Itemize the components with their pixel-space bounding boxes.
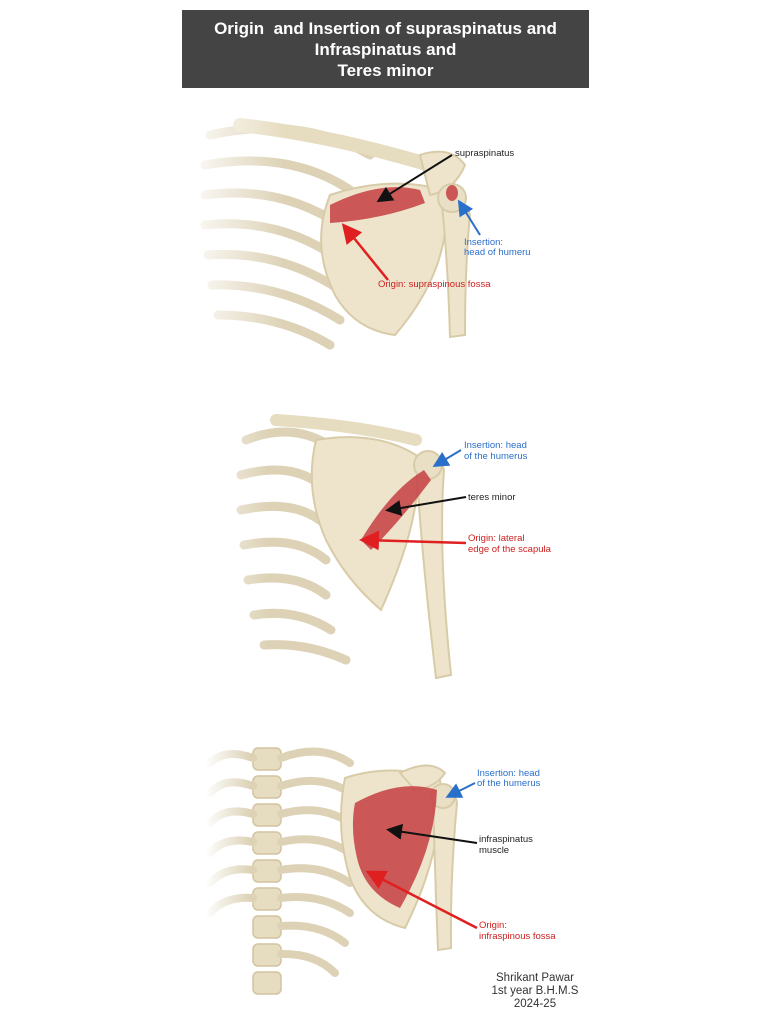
origin-label-line-1: Origin: (479, 920, 507, 931)
teres-minor-illustration: Insertion: head of the humerus teres min… (176, 380, 596, 695)
title-line-2: Infraspinatus and (314, 39, 457, 59)
origin-arrow (359, 530, 467, 551)
origin-arrow (365, 870, 478, 930)
infraspinatus-label-line-1: infraspinatus (479, 834, 533, 845)
insertion-label-line-2: of the humerus (477, 778, 541, 789)
supraspinatus-illustration: supraspinatus Insertion: head of humeru … (180, 95, 600, 370)
panel-supraspinatus: supraspinatus Insertion: head of humeru … (180, 95, 600, 370)
infraspinatus-label-line-2: muscle (479, 845, 509, 856)
origin-label-line-1: Origin: lateral (468, 533, 525, 544)
insertion-label-line-2: of the humerus (464, 451, 528, 462)
credit-course: 1st year B.H.M.S (491, 985, 579, 997)
origin-label: Origin: supraspinous fossa (378, 279, 491, 290)
insertion-label-line-1: Insertion: (464, 237, 503, 248)
teres-minor-label: teres minor (468, 492, 516, 503)
insertion-label-line-2: head of humeru (464, 247, 531, 258)
origin-arrow (341, 223, 389, 281)
credit-year: 2024-25 (513, 998, 557, 1010)
infraspinatus-illustration: Insertion: head of the humerus infraspin… (205, 718, 585, 1003)
insertion-label-line-1: Insertion: head (464, 440, 527, 451)
insertion-arrow (432, 449, 462, 468)
panel-teres-minor: Insertion: head of the humerus teres min… (176, 380, 596, 695)
title-line-1: Origin and Insertion of supraspinatus an… (214, 18, 557, 38)
credit-name: Shrikant Pawar (496, 972, 574, 984)
origin-label-line-2: edge of the scapula (468, 544, 552, 555)
supraspinatus-arrow (376, 154, 453, 203)
insertion-label-line-1: Insertion: head (477, 768, 540, 779)
insertion-arrow (457, 199, 481, 236)
infraspinatus-arrow (386, 823, 478, 844)
supraspinatus-label: supraspinatus (455, 148, 514, 159)
panel-infraspinatus: Insertion: head of the humerus infraspin… (205, 718, 585, 1003)
title-banner: Origin and Insertion of supraspinatus an… (182, 10, 589, 88)
insertion-arrow (445, 782, 476, 798)
author-credit: Shrikant Pawar 1st year B.H.M.S 2024-25 (470, 972, 600, 1011)
title-line-3: Teres minor (337, 60, 434, 80)
origin-label-line-2: infraspinous fossa (479, 931, 556, 942)
teres-minor-arrow (385, 496, 467, 516)
